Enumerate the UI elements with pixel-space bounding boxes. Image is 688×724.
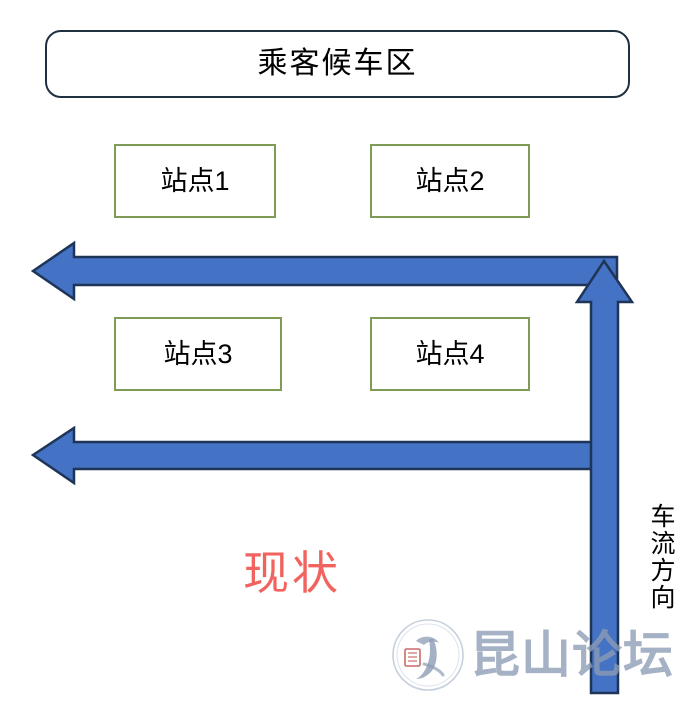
station-box-3: 站点3 [114, 317, 282, 391]
right-up-flow-arrow [574, 258, 635, 695]
lower-left-flow-arrow [30, 425, 596, 486]
upper-left-flow-arrow [30, 240, 619, 302]
waiting-area-box: 乘客候车区 [45, 30, 630, 98]
station-label-2: 站点2 [415, 165, 485, 196]
station-label-3: 站点3 [163, 338, 233, 369]
flow-direction-label: 车流方向 [647, 503, 675, 611]
station-label-4: 站点4 [415, 338, 485, 369]
station-box-1: 站点1 [114, 144, 276, 218]
station-box-4: 站点4 [370, 317, 530, 391]
station-box-2: 站点2 [370, 144, 530, 218]
waiting-area-label: 乘客候车区 [257, 47, 418, 80]
station-label-1: 站点1 [160, 165, 230, 196]
current-state-label: 现状 [243, 547, 341, 599]
